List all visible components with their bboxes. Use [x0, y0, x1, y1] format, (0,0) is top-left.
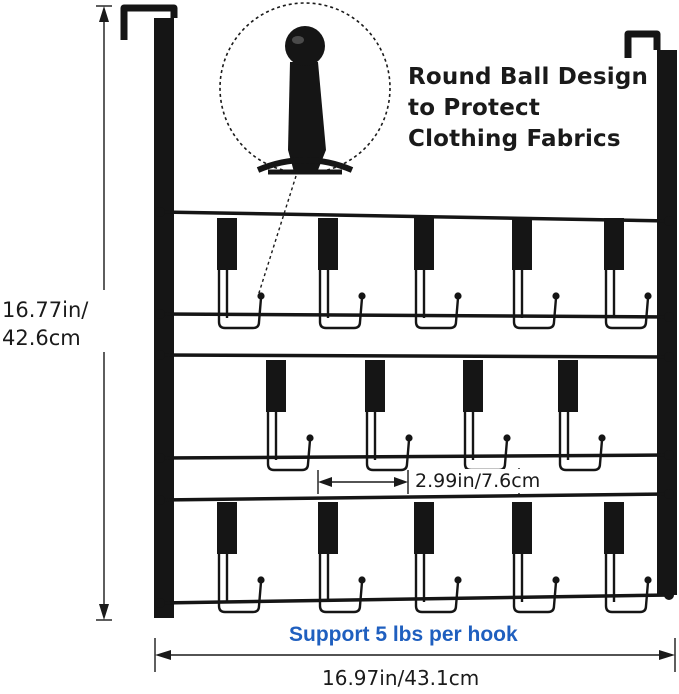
hook-spacing-label: 2.99in/7.6cm	[413, 469, 543, 493]
coat-hook	[365, 360, 413, 472]
coat-hook	[414, 502, 462, 614]
coat-hook	[604, 502, 652, 614]
coat-hook	[266, 360, 314, 472]
coat-hook	[558, 360, 606, 472]
coat-hook	[463, 360, 511, 472]
coat-hook	[318, 502, 366, 614]
callout-line-1: Round Ball Design	[408, 64, 649, 90]
callout-line-2: to Protect	[408, 95, 541, 121]
coat-hook	[604, 218, 652, 330]
height-metric: 42.6cm	[2, 326, 81, 350]
height-dimension-line	[96, 5, 112, 621]
width-measurement-label: 16.97in/43.1cm	[322, 666, 480, 690]
hook-group	[217, 218, 652, 614]
height-imperial: 16.77in/	[2, 298, 89, 322]
callout-line-3: Clothing Fabrics	[408, 126, 621, 152]
coat-hook	[318, 218, 366, 330]
coat-hook	[512, 218, 560, 330]
height-measurement-label: 16.77in/ 42.6cm	[2, 296, 88, 352]
coat-hook	[414, 218, 462, 330]
zoom-callout	[219, 2, 391, 297]
round-ball-callout: Round Ball Design to Protect Clothing Fa…	[408, 62, 648, 155]
width-dimension-line	[154, 638, 676, 672]
rack-frame	[120, 4, 677, 618]
support-capacity-label: Support 5 lbs per hook	[289, 623, 518, 646]
coat-hook	[512, 502, 560, 614]
coat-hook	[217, 502, 265, 614]
rail-end-caps	[155, 207, 674, 608]
coat-hook	[217, 218, 265, 330]
